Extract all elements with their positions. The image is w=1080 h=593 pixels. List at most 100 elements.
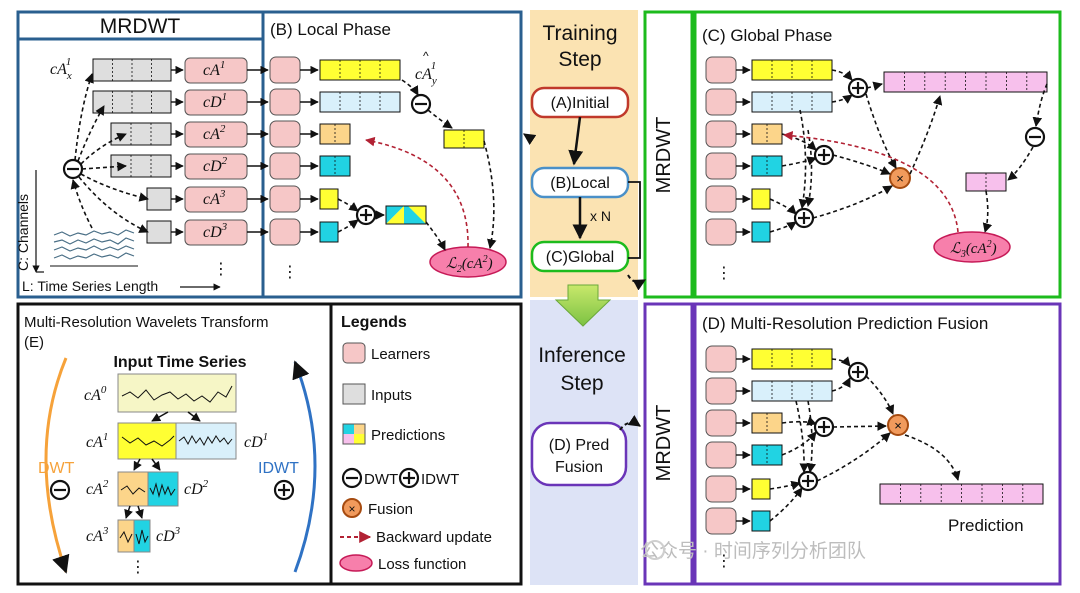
- channel-line-4: [53, 252, 135, 260]
- fusion-fusion-x: ×: [894, 418, 902, 433]
- fusion-learner: [705, 507, 737, 535]
- f-idwt-mid-to-fusion: [832, 421, 887, 431]
- arrow-l0-l1d: [187, 411, 201, 422]
- arrow-l2-l3a: [124, 505, 133, 519]
- local-arrows: [300, 65, 497, 251]
- fusion-title: (D) Multi-Resolution Prediction Fusion: [702, 314, 988, 333]
- f-row1-to-idwt: [831, 356, 851, 367]
- level1a-label: cA1: [86, 431, 108, 451]
- g-idwt-to-full: [866, 81, 883, 91]
- f-row5-to-idwt: [769, 480, 801, 491]
- global-learner: [705, 120, 737, 148]
- g-row2-to-idwt: [831, 94, 853, 104]
- channel-line-3: [53, 245, 135, 252]
- pred-fusion-line1: (D) Pred: [549, 437, 609, 454]
- local-dwt-in-arrow: [401, 79, 419, 96]
- inference-title-line1: Inference: [538, 344, 626, 367]
- local-learner: [269, 185, 301, 213]
- local-learners: [269, 56, 301, 246]
- arrow-pred-fusion-out: [619, 415, 641, 431]
- global-arrows: [736, 65, 1048, 237]
- g-row5-to-idwt: [769, 198, 797, 215]
- legend-pred-swatch-outline: [342, 423, 366, 445]
- mrdwt-input-bar: [146, 220, 172, 244]
- global-learner: [705, 152, 737, 180]
- arrow-l1-l2d: [151, 458, 161, 471]
- level2d-label: cD2: [184, 478, 209, 498]
- global-step-box: [530, 240, 630, 273]
- g-row6-to-idwt: [769, 221, 797, 233]
- fusion-side-frame: [643, 302, 694, 586]
- dwt-arc: [44, 357, 70, 574]
- fusion-learner: [705, 441, 737, 469]
- level3d-label: cD3: [156, 525, 181, 545]
- global-step-label: (C)Global: [546, 249, 614, 266]
- arrow-initial-to-mrdwt: [523, 133, 537, 145]
- pred-fusion-box: [530, 421, 628, 487]
- level0-box: [117, 373, 237, 413]
- global-loss-ellipse: [933, 231, 1011, 263]
- idwt-arc: [292, 360, 317, 573]
- training-title-line2: Step: [558, 48, 601, 71]
- initial-step-label: (A)Initial: [551, 95, 610, 112]
- transform-tag: (E): [24, 334, 44, 351]
- split-bar-yellow: [386, 206, 404, 224]
- global-side-label: MRDWT: [653, 117, 675, 194]
- level0-series: [121, 385, 233, 403]
- legend-fusion-icon: [342, 498, 362, 518]
- g-row1-to-idwt: [831, 69, 853, 81]
- local-predictions: [319, 59, 401, 243]
- legend-fusion-x: ×: [348, 502, 355, 516]
- arrow-initial-to-local: [568, 116, 584, 166]
- local-pred5-to-idwt: [337, 198, 359, 212]
- legend-loss: Loss function: [378, 556, 466, 573]
- f-row6-to-idwt: [769, 487, 803, 522]
- fusion-learners: [705, 345, 737, 535]
- fusion-predictions: [751, 348, 833, 532]
- plot-to-dwt-arrow: [70, 179, 93, 229]
- dwt-branch-arrow: [81, 161, 127, 172]
- g-dwt-to-recon: [1007, 146, 1034, 181]
- local-pred-label: cAy1: [415, 60, 437, 87]
- level3-approx-series: [119, 530, 133, 544]
- mrdwt-input-bar: [92, 58, 172, 82]
- hat-mark: ^: [423, 49, 429, 63]
- fusion-side-label: MRDWT: [653, 405, 675, 482]
- dwt-branch-arrow: [74, 73, 94, 161]
- prediction-label: Prediction: [948, 516, 1024, 535]
- input-series-title: Input Time Series: [113, 354, 246, 371]
- local-pred6-to-idwt: [337, 219, 359, 233]
- local-loss-label: ℒ2(cA2): [446, 254, 493, 275]
- f-idwt-low-to-fusion: [816, 432, 891, 482]
- inference-title-line2: Step: [560, 372, 603, 395]
- watermark-text: 公众号 · 时间序列分析团队: [640, 540, 866, 562]
- level3-detail-box: [133, 519, 151, 553]
- legend-title: Legends: [341, 314, 407, 331]
- dwt-branch-arrow: [77, 105, 105, 162]
- global-predictions: [751, 59, 833, 243]
- arrow-global-out: [627, 274, 647, 291]
- f-row2-down: [795, 400, 810, 473]
- mrdwt-arrows: [70, 65, 269, 237]
- level1d-label: cD1: [244, 431, 268, 451]
- global-learner: [705, 56, 737, 84]
- transform-title: Multi-Resolution Wavelets Transform: [24, 314, 269, 331]
- global-title: (C) Global Phase: [702, 26, 832, 45]
- f-row2-down-b: [806, 400, 817, 473]
- g-idwt-mid-to-fusion: [832, 154, 891, 175]
- g-idwt-top-to-fusion: [865, 93, 897, 169]
- split-bar-outline: [385, 205, 427, 225]
- dwt-branch-arrow: [78, 176, 149, 233]
- f-fusion-to-pred: [904, 434, 961, 481]
- g-fusion-to-full: [909, 95, 943, 175]
- transform-ellipsis: ⋮: [130, 559, 146, 576]
- fusion-learner: [705, 409, 737, 437]
- input-x-label: cAx1: [50, 56, 72, 82]
- dwt-arc-label: DWT: [38, 460, 75, 477]
- level0-label: cA0: [84, 384, 107, 404]
- global-prediction-bar: [751, 188, 771, 210]
- wechat-icon: [645, 540, 665, 560]
- local-step-label: (B)Local: [550, 175, 610, 192]
